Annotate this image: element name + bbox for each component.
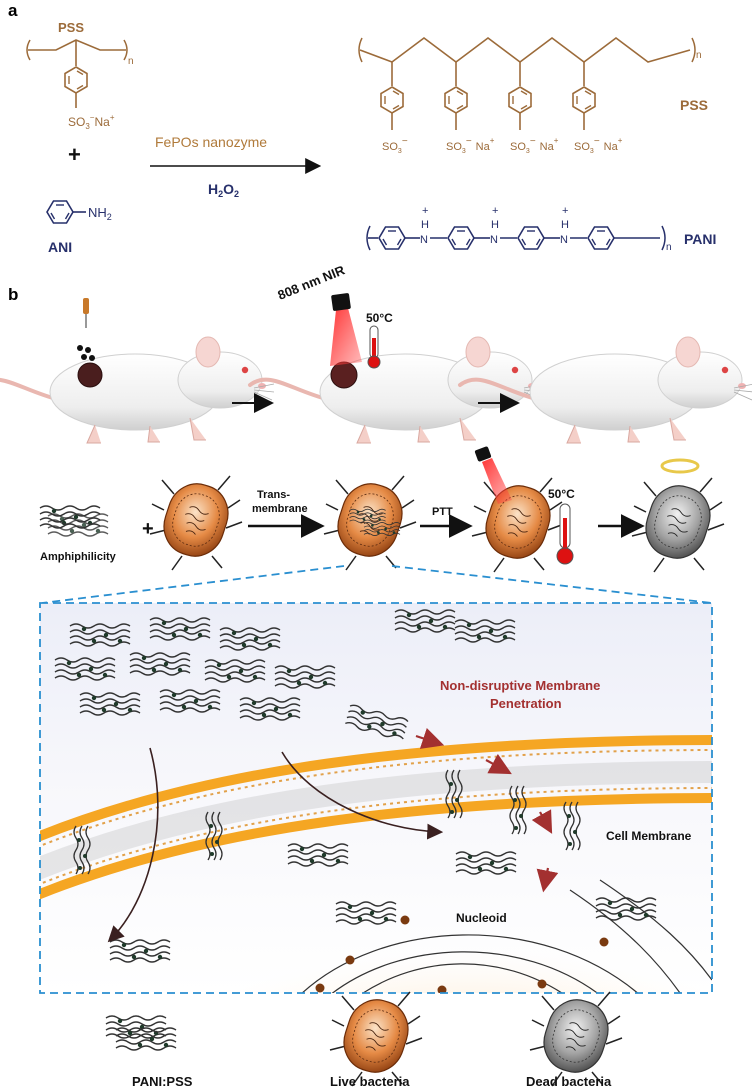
ani-label: ANI xyxy=(48,239,72,255)
h2o2-label: H2O2 xyxy=(208,181,239,199)
zoom-line-left xyxy=(41,565,345,604)
laser-head-icon xyxy=(331,293,351,311)
reaction-arrow: FePOs nanozyme H2O2 xyxy=(150,134,322,199)
svg-text:SO3−Na+: SO3−Na+ xyxy=(446,136,495,155)
pss-reactant: PSS n SO3−Na+ xyxy=(26,20,134,131)
nucleoid-label: Nucleoid xyxy=(456,911,507,925)
svg-text:SO3−Na+: SO3−Na+ xyxy=(574,136,623,155)
pss-reactant-label: PSS xyxy=(58,20,84,35)
laser-icon-mid xyxy=(474,446,512,504)
ptt-label: PTT xyxy=(432,506,453,518)
legend-pani-pss-label: PANI:PSS xyxy=(132,1074,193,1089)
pani-product: N H + N H + N H + n PANI xyxy=(366,205,716,253)
plus-sign-b: + xyxy=(142,518,154,540)
temp-label-top: 50°C xyxy=(366,311,393,325)
pani-product-label: PANI xyxy=(684,231,716,247)
panel-b-label: b xyxy=(8,285,18,304)
legend-live-bacteria-icon xyxy=(329,991,423,1087)
zoom-line-right xyxy=(391,565,713,604)
mouse-step-2 xyxy=(248,293,546,445)
pss-product-units: SO3− SO3−Na+ SO3−Na+ SO3−Na+ xyxy=(380,62,623,155)
pss-product-label: PSS xyxy=(680,97,708,113)
svg-text:+: + xyxy=(562,205,568,217)
pani-pss-bundle-start xyxy=(39,505,109,537)
catalyst-label: FePOs nanozyme xyxy=(155,134,267,150)
inset-border xyxy=(39,602,713,994)
svg-text:+: + xyxy=(492,205,498,217)
svg-text:+: + xyxy=(422,205,428,217)
svg-text:N: N xyxy=(490,234,498,246)
legend: PANI:PSS Live bacteria Dead bacteria xyxy=(105,991,623,1089)
svg-text:N: N xyxy=(560,234,568,246)
membrane-outer-band xyxy=(40,735,712,842)
membrane-inner-band xyxy=(40,793,712,900)
pss-product: n SO3− SO3−Na+ SO3−Na+ SO3−Na+ PSS xyxy=(358,37,708,155)
amphiphilicity-label: Amphiphilicity xyxy=(40,551,117,563)
bacterium-dead xyxy=(631,477,725,573)
bacterium-with-chains xyxy=(323,475,417,571)
svg-text:H: H xyxy=(421,219,429,231)
thermometer-icon-mid xyxy=(556,503,574,565)
halo-icon xyxy=(660,458,700,474)
transmembrane-label-1: Trans- xyxy=(257,489,290,501)
temp-label-mid: 50°C xyxy=(548,487,575,501)
dropper-icon xyxy=(77,298,95,361)
thermometer-icon-top xyxy=(367,325,381,369)
ani-reactant: NH2 ANI xyxy=(46,200,112,255)
cell-membrane-label: Cell Membrane xyxy=(606,829,692,843)
mouse-step-1 xyxy=(0,298,276,445)
legend-dead-bacteria-label: Dead bacteria xyxy=(526,1074,612,1089)
svg-text:n: n xyxy=(666,242,672,253)
non-disruptive-label-1: Non-disruptive Membrane xyxy=(440,678,600,693)
legend-dead-bacteria-icon xyxy=(529,991,623,1087)
svg-text:N: N xyxy=(420,234,428,246)
transmembrane-label-2: membrane xyxy=(252,503,308,515)
membrane-inset: Non-disruptive Membrane Penetration Cell… xyxy=(39,602,713,994)
panel-a-label: a xyxy=(8,1,18,20)
legend-pani-pss-icon xyxy=(105,1015,177,1051)
legend-live-bacteria-label: Live bacteria xyxy=(330,1074,410,1089)
nir-beam xyxy=(330,308,362,366)
svg-text:H: H xyxy=(491,219,499,231)
svg-text:H: H xyxy=(561,219,569,231)
pss-product-n: n xyxy=(696,50,702,61)
pss-so3-text: SO3−Na+ xyxy=(68,113,115,131)
svg-text:SO3−: SO3− xyxy=(382,136,408,155)
ani-nh2-text: NH2 xyxy=(88,205,112,222)
bacterium-initial xyxy=(149,475,243,571)
pss-n-subscript: n xyxy=(128,56,134,67)
plus-sign-a: + xyxy=(68,142,81,167)
svg-text:SO3−Na+: SO3−Na+ xyxy=(510,136,559,155)
non-disruptive-label-2: Penetration xyxy=(490,696,562,711)
